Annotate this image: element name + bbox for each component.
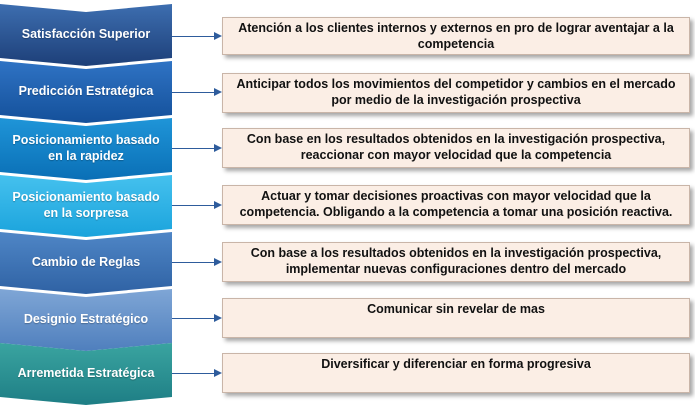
connector-arrow bbox=[172, 200, 222, 209]
description-box: Atención a los clientes internos y exter… bbox=[222, 17, 690, 55]
connector-arrow bbox=[172, 87, 222, 96]
description-box: Actuar y tomar decisiones proactivas con… bbox=[222, 185, 690, 225]
description-box: Comunicar sin revelar de mas bbox=[222, 298, 690, 338]
strategy-label: Arremetida Estratégica bbox=[17, 366, 155, 381]
chevron-arremetida-estrategica: Arremetida Estratégica bbox=[0, 343, 172, 405]
connector-arrow bbox=[172, 368, 222, 377]
description-box: Con base a los resultados obtenidos en l… bbox=[222, 242, 690, 282]
strategy-label: Satisfacción Superior bbox=[21, 27, 151, 42]
chevron-posicionamiento-rapidez: Posicionamiento basado en la rapidez bbox=[0, 118, 172, 180]
description-box: Diversificar y diferenciar en forma prog… bbox=[222, 353, 690, 393]
chevron-satisfaccion-superior: Satisfacción Superior bbox=[0, 4, 172, 66]
connector-arrow bbox=[172, 257, 222, 266]
chevron-prediccion-estrategica: Predicción Estratégica bbox=[0, 61, 172, 123]
chevron-cambio-de-reglas: Cambio de Reglas bbox=[0, 232, 172, 294]
strategy-label: Designio Estratégico bbox=[23, 312, 149, 327]
description-text: Atención a los clientes internos y exter… bbox=[238, 21, 674, 52]
description-text: Anticipar todos los movimientos del comp… bbox=[236, 77, 676, 108]
strategy-label: Posicionamiento basado en la rapidez bbox=[12, 133, 160, 163]
description-text: Comunicar sin revelar de mas bbox=[367, 302, 545, 316]
chevron-posicionamiento-sorpresa: Posicionamiento basado en la sorpresa bbox=[0, 175, 172, 237]
description-box: Anticipar todos los movimientos del comp… bbox=[222, 73, 690, 113]
connector-arrow bbox=[172, 313, 222, 322]
strategy-label: Cambio de Reglas bbox=[31, 255, 141, 270]
connector-arrow bbox=[172, 143, 222, 152]
chevron-designio-estrategico: Designio Estratégico bbox=[0, 289, 172, 351]
description-box: Con base en los resultados obtenidos en … bbox=[222, 128, 690, 168]
description-text: Con base en los resultados obtenidos en … bbox=[246, 132, 666, 163]
strategy-label: Posicionamiento basado en la sorpresa bbox=[12, 190, 160, 220]
description-text: Diversificar y diferenciar en forma prog… bbox=[321, 357, 591, 371]
strategy-label: Predicción Estratégica bbox=[18, 84, 154, 99]
connector-arrow bbox=[172, 31, 222, 40]
description-text: Actuar y tomar decisiones proactivas con… bbox=[239, 189, 673, 220]
description-text: Con base a los resultados obtenidos en l… bbox=[250, 246, 662, 277]
